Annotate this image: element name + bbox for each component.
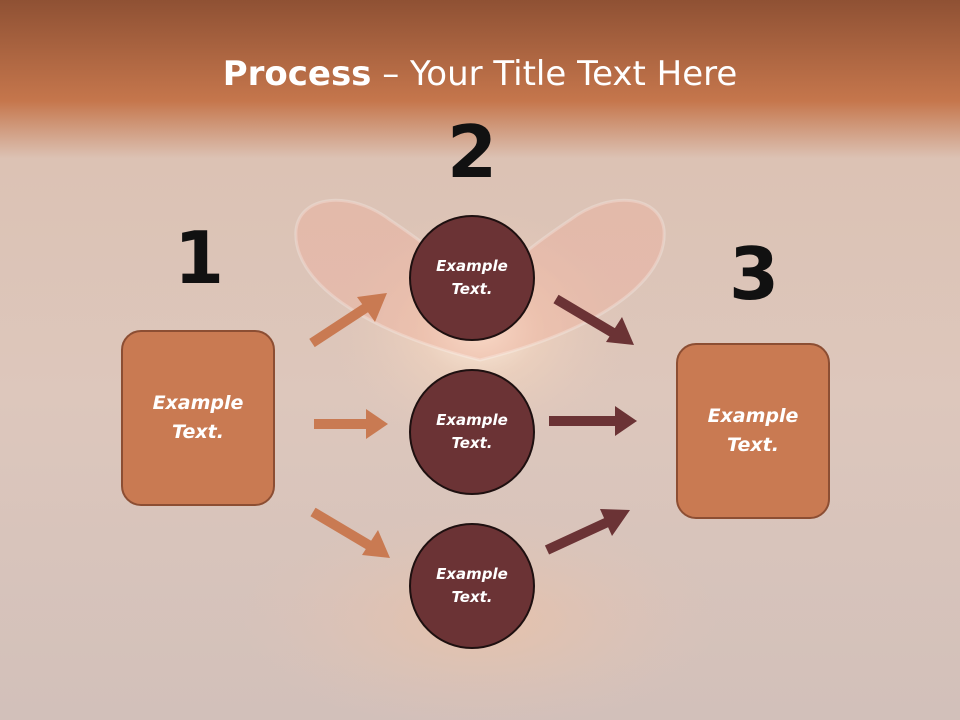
arrow-in-middle xyxy=(314,409,388,439)
step-3-box: Example Text. xyxy=(676,343,830,519)
step-3-text-line-2: Text. xyxy=(727,434,779,456)
slide-title: Process – Your Title Text Here xyxy=(0,52,960,96)
step-1-box: Example Text. xyxy=(121,330,275,506)
arrow-in-down xyxy=(310,507,390,558)
step-2-circle-bottom: Example Text. xyxy=(409,523,535,649)
circle-bottom-text-line-2: Text. xyxy=(451,588,493,606)
step-1-text-line-2: Text. xyxy=(172,421,224,443)
step-2-circle-middle: Example Text. xyxy=(409,369,535,495)
step-1-number: 1 xyxy=(173,216,225,300)
arrow-out-middle xyxy=(549,406,637,436)
arrow-in-up xyxy=(309,293,387,348)
step-2-number: 2 xyxy=(446,110,498,194)
step-3-number: 3 xyxy=(728,232,780,316)
step-2-circle-top: Example Text. xyxy=(409,215,535,341)
circle-bottom-text-line-1: Example xyxy=(436,565,508,583)
arrow-out-up xyxy=(553,294,634,345)
step-3-text-line-1: Example xyxy=(707,405,799,427)
title-rest: – Your Title Text Here xyxy=(371,54,738,94)
title-bold: Process xyxy=(222,54,372,94)
step-1-text-line-1: Example xyxy=(152,392,244,414)
circle-middle-text-line-1: Example xyxy=(436,411,508,429)
arrow-out-down xyxy=(544,509,630,555)
circle-top-text-line-1: Example xyxy=(436,257,508,275)
circle-top-text-line-2: Text. xyxy=(451,280,493,298)
circle-middle-text-line-2: Text. xyxy=(451,434,493,452)
